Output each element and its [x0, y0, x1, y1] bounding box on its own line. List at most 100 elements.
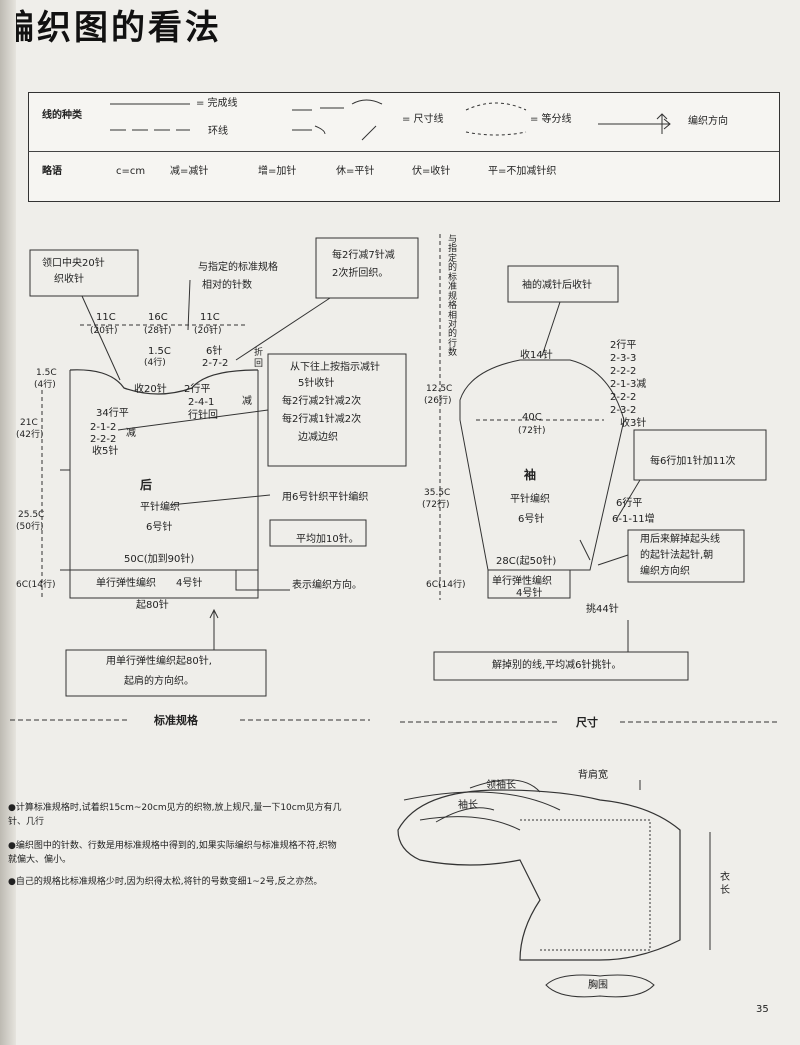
abbr-decrease: 减=减针 [170, 166, 209, 177]
sleeve-side-inc-1: 6-1-11增 [612, 514, 655, 525]
neck-6st: 6针 [206, 346, 223, 357]
dim-top-16c: 16C [148, 312, 168, 323]
size-heading: 尺寸 [576, 716, 598, 729]
armhole-dec: 减 [126, 428, 136, 439]
standard-heading: 标准规格 [154, 714, 198, 727]
sleeve-cap-6: 收3针 [620, 418, 647, 429]
back-increase-note: 平均加10针。 [296, 534, 359, 545]
sleeve-top-bind: 收14针 [520, 350, 553, 361]
standard-note-1: ●计算标准规格时,试着织15cm~20cm见方的织物,放上规尺,量一下10cm见… [8, 803, 342, 827]
neck-fold: 折回 [254, 348, 264, 370]
sleeve-callout-increase: 每6行加1针加11次 [650, 456, 736, 467]
sleeve-rib: 单行弹性编织 [492, 576, 552, 587]
sleeve-bottom-width: 28C(起50针) [496, 556, 557, 567]
callout-shoulder-2: 每2行减2针减2次 [282, 396, 362, 407]
abbr-cm: c=cm [116, 166, 146, 177]
sleeve-callout-cast-2: 编织方向织 [640, 566, 690, 577]
back-direction-note: 表示编织方向。 [292, 580, 362, 591]
back-width: 50C(加到90针) [124, 554, 195, 565]
standard-note-3: ●自己的规格比标准规格少时,因为织得太松,将针的号数变细1~2号,反之亦然。 [8, 877, 323, 887]
sleeve-dim-35-5c: 35.5C [424, 488, 451, 498]
armhole-0: 34行平 [96, 408, 129, 419]
sleeve-dim-72rows: (72行) [422, 500, 450, 510]
left-dim-1-5c: 1.5C [36, 368, 57, 378]
equal-line-label: = 等分线 [530, 114, 572, 125]
abbr-bindoff: 伏=收针 [412, 166, 451, 177]
ring-line-label: 环线 [208, 126, 228, 137]
book-spine-shadow [0, 0, 16, 1045]
finished-line-label: = 完成线 [196, 98, 238, 109]
neck-rows-1: 2-4-1 [188, 397, 215, 408]
neck-dec-word: 减 [242, 396, 252, 407]
legend-box [28, 92, 780, 202]
sleeve-dim-12-5c: 12.5C [426, 384, 453, 394]
back-bottom-note-1: 起肩的方向织。 [124, 676, 194, 687]
neck-4rows: (4行) [144, 358, 166, 368]
sleeve-callout-top: 袖的减针后收针 [522, 280, 592, 291]
abbr-label: 略语 [42, 166, 62, 177]
back-needle-note: 用6号针织平针编织 [282, 492, 369, 503]
sleeve-cap-2: 2-2-2 [610, 366, 637, 377]
callout-neck-line2: 织收针 [54, 274, 84, 285]
armhole-2: 2-2-2 [90, 434, 117, 445]
dim-top-28: (28针) [144, 326, 172, 336]
armhole-1: 2-1-2 [90, 422, 117, 433]
dim-top-11c-left: 11C [96, 312, 116, 323]
back-needle: 6号针 [146, 522, 173, 533]
sleeve-width-72st: (72针) [518, 426, 546, 436]
sleeve-cap-3: 2-1-3减 [610, 379, 647, 390]
sleeve-dim-26rows: (26行) [424, 396, 452, 406]
back-rib: 单行弹性编织 [96, 578, 156, 589]
left-dim-42rows: (42行) [16, 430, 44, 440]
callout-shoulder-3: 每2行减1针减2次 [282, 414, 362, 425]
line-types-label: 线的种类 [42, 110, 82, 121]
left-dim-50rows: (50行) [16, 522, 44, 532]
abbr-flat: 休=平针 [336, 166, 375, 177]
sleeve-side-inc-0: 6行平 [616, 498, 643, 509]
callout-standard-line1: 与指定的标准规格 [198, 262, 278, 273]
size-label-shoulder: 背肩宽 [578, 770, 608, 781]
sleeve-cap-5: 2-3-2 [610, 405, 637, 416]
neck-bind: 收20针 [134, 384, 167, 395]
back-rib-needle: 4号针 [176, 578, 203, 589]
size-label-body-length: 衣长 [720, 872, 730, 896]
armhole-3: 收5针 [92, 446, 119, 457]
callout-decrease-line2: 2次折回织。 [332, 268, 389, 279]
size-line-label: = 尺寸线 [402, 114, 444, 125]
sleeve-needle: 6号针 [518, 514, 545, 525]
sleeve-cap-0: 2行平 [610, 340, 637, 351]
legend-divider [28, 151, 779, 152]
back-stitch: 平针编织 [140, 502, 180, 513]
neck-rows-2: 行针回 [188, 410, 218, 421]
size-label-sleeve: 袖长 [458, 800, 478, 811]
sleeve-name: 袖 [524, 468, 537, 482]
back-bottom-note-0: 用单行弹性编织起80针, [106, 656, 212, 667]
sleeve-callout-cast-0: 用后来解掉起头线 [640, 534, 720, 545]
sleeve-rib-needle: 4号针 [516, 588, 543, 599]
callout-decrease-line1: 每2行减7针减 [332, 250, 395, 261]
neck-rows-0: 2行平 [184, 384, 211, 395]
dim-top-20-left: (20针) [90, 326, 118, 336]
callout-shoulder-0: 从下往上按指示减针 [290, 362, 380, 373]
sleeve-bottom-note: 解掉别的线,平均减6针挑针。 [492, 660, 622, 671]
callout-shoulder-4: 边减边织 [298, 432, 338, 443]
callout-standard-line2: 相对的针数 [202, 280, 252, 291]
neck-2-7-2: 2-7-2 [202, 358, 229, 369]
size-label-collar-sleeve: 领袖长 [486, 780, 516, 791]
dim-top-11c-right: 11C [200, 312, 220, 323]
sleeve-stitch: 平针编织 [510, 494, 550, 505]
standard-note-2: ●编织图中的针数、行数是用标准规格中得到的,如果实际编织与标准规格不符,织物就偏… [8, 841, 337, 865]
page-title: 编织图的看法 [0, 8, 222, 48]
back-cast-on: 起80针 [136, 600, 169, 611]
dim-top-20-right: (20针) [194, 326, 222, 336]
abbr-increase: 增=加针 [258, 166, 297, 177]
sleeve-callout-cast-1: 的起针法起针,朝 [640, 550, 714, 561]
sleeve-cap-1: 2-3-3 [610, 353, 637, 364]
callout-neck-line1: 领口中央20针 [42, 258, 105, 269]
page-number: 35 [756, 1004, 769, 1015]
sleeve-cap-4: 2-2-2 [610, 392, 637, 403]
knit-direction-label: 编织方向 [688, 116, 728, 127]
left-dim-25-5c: 25.5C [18, 510, 45, 520]
size-label-chest: 胸围 [588, 980, 608, 991]
